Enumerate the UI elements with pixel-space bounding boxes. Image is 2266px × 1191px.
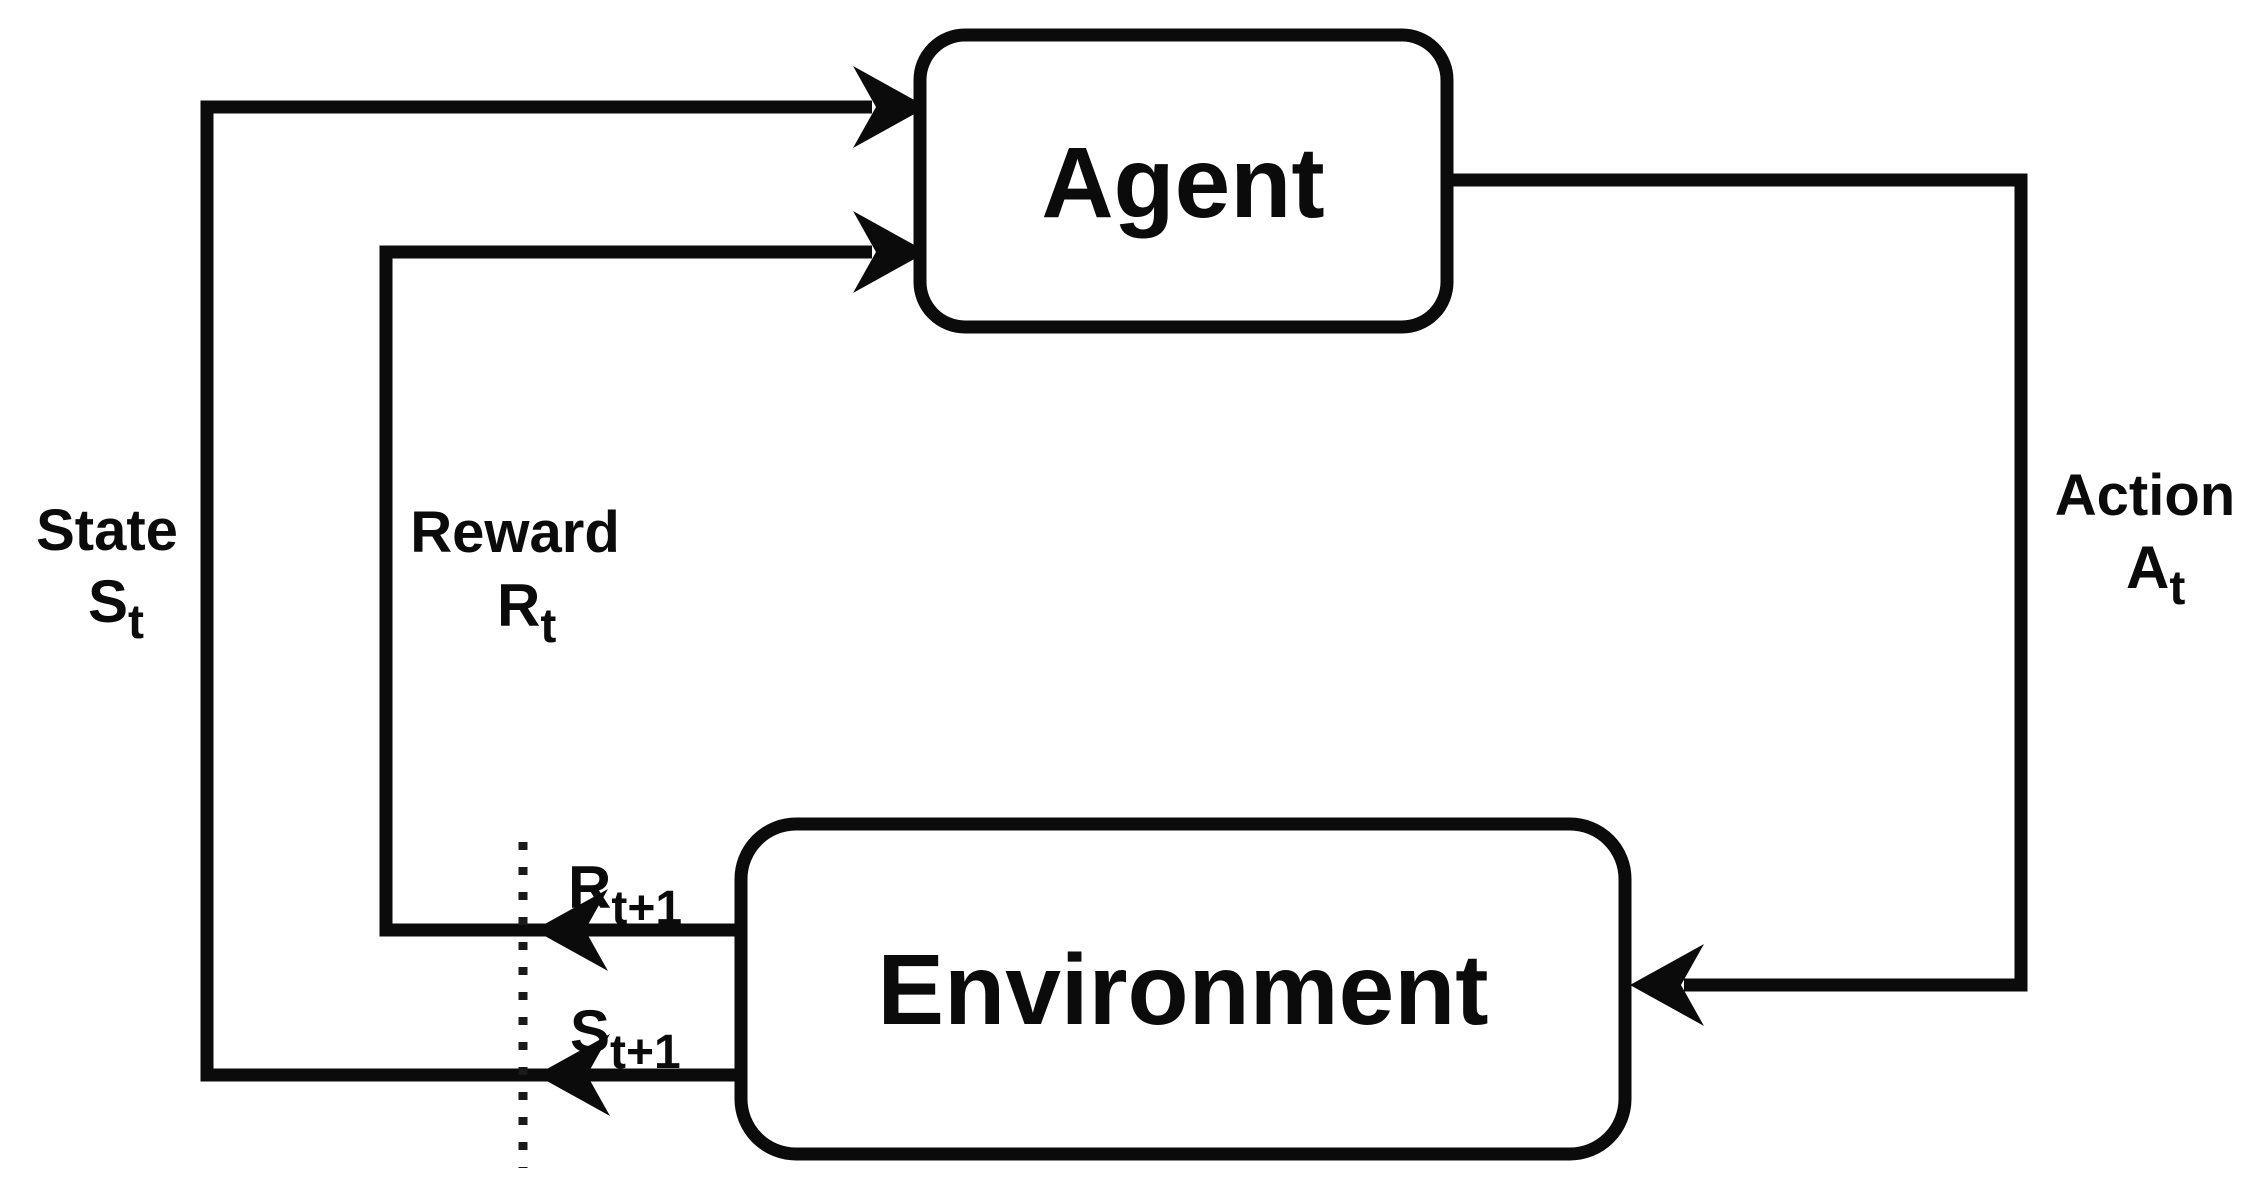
reward-symbol-subscript: t <box>540 600 556 653</box>
state-symbol: St <box>88 568 144 649</box>
state-symbol-subscript: t <box>128 596 144 649</box>
next-state-symbol: St+1 <box>570 998 681 1079</box>
next-reward-symbol: Rt+1 <box>568 854 682 935</box>
reward-symbol: Rt <box>497 572 556 653</box>
reward-into-agent-arrowhead-icon <box>853 211 927 293</box>
next-state-symbol-subscript: t+1 <box>610 1026 681 1079</box>
next-reward-symbol-main: R <box>568 854 611 921</box>
state-into-agent-arrowhead-icon <box>853 66 927 148</box>
next-reward-arrowhead-icon <box>534 889 608 971</box>
action-symbol-subscript: t <box>2169 562 2185 615</box>
action-symbol-main: A <box>2126 534 2169 601</box>
next-state-symbol-main: S <box>570 998 610 1065</box>
agent-node-label: Agent <box>1041 127 1324 239</box>
environment-node-label: Environment <box>877 934 1488 1046</box>
state-edge-line <box>200 100 872 1082</box>
action-edge-label: Action <box>2055 463 2235 528</box>
state-symbol-main: S <box>88 568 128 635</box>
environment-node-box <box>734 817 1632 1161</box>
reward-edge-label: Reward <box>410 500 620 565</box>
action-symbol: At <box>2126 534 2185 615</box>
reward-symbol-main: R <box>497 572 540 639</box>
next-reward-symbol-subscript: t+1 <box>611 882 682 935</box>
action-into-environment-arrowhead-icon <box>1630 944 1704 1026</box>
next-state-arrowhead-icon <box>536 1034 610 1116</box>
state-edge-label: State <box>36 498 178 563</box>
agent-node-box <box>913 28 1454 334</box>
action-edge-line <box>1447 173 2028 992</box>
